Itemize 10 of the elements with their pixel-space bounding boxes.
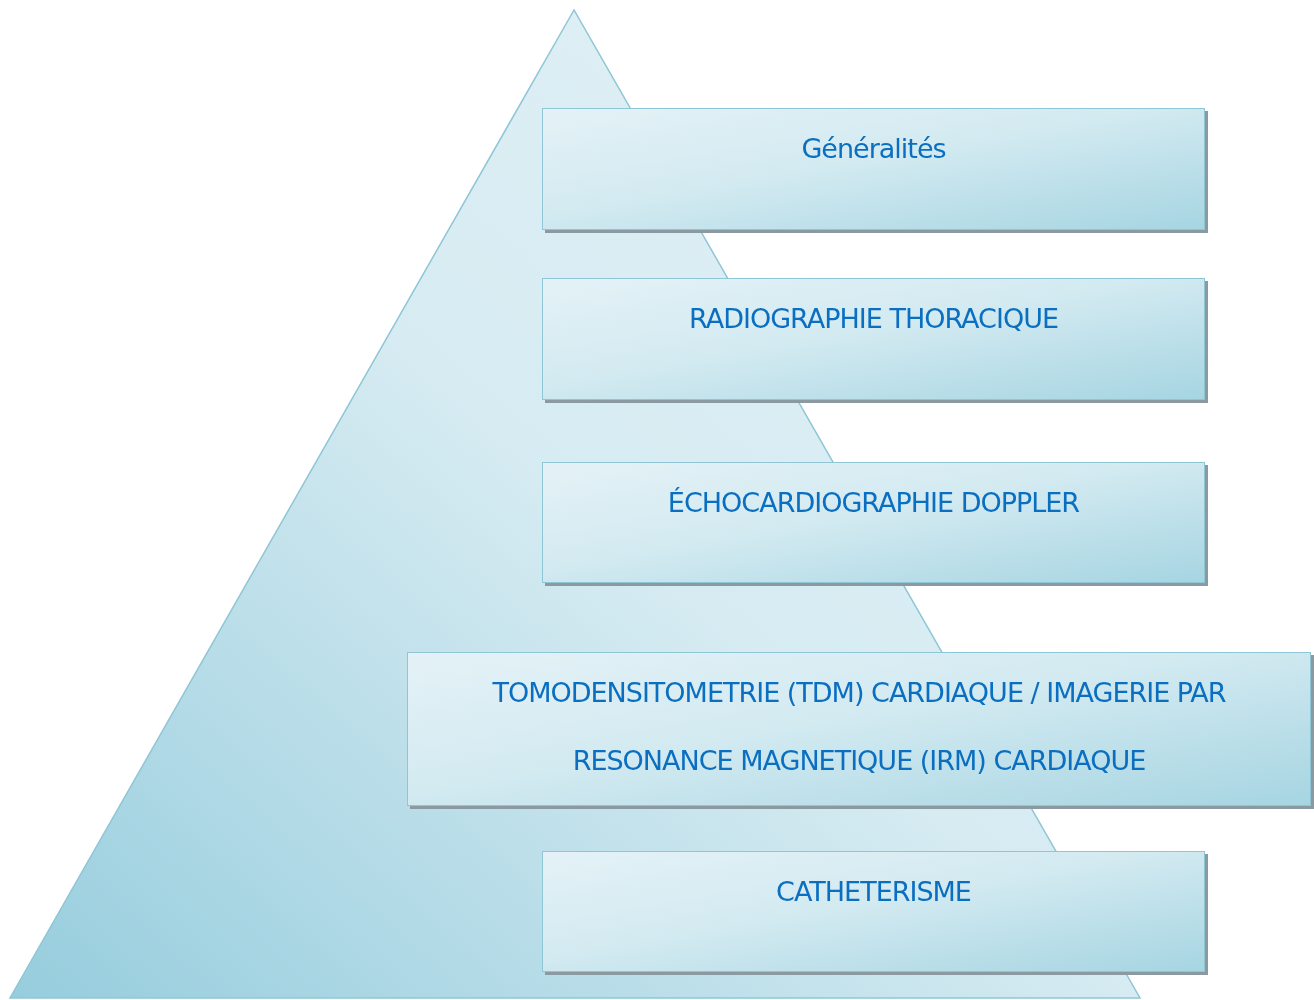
level-label: Généralités (801, 132, 946, 166)
level-box (542, 851, 1205, 972)
level-box (542, 462, 1205, 583)
level-box (407, 652, 1311, 806)
level-label: TOMODENSITOMETRIE (TDM) CARDIAQUE / IMAGERIE PAR RESONANCE MAGNETIQUE (IRM) CARDIAQUE (491, 676, 1227, 778)
level-label: ÉCHOCARDIOGRAPHIE DOPPLER (667, 486, 1080, 520)
level-box (542, 108, 1205, 230)
level-label: CATHETERISME (776, 875, 971, 909)
level-label: RADIOGRAPHIE THORACIQUE (689, 302, 1058, 336)
level-box (542, 278, 1205, 400)
